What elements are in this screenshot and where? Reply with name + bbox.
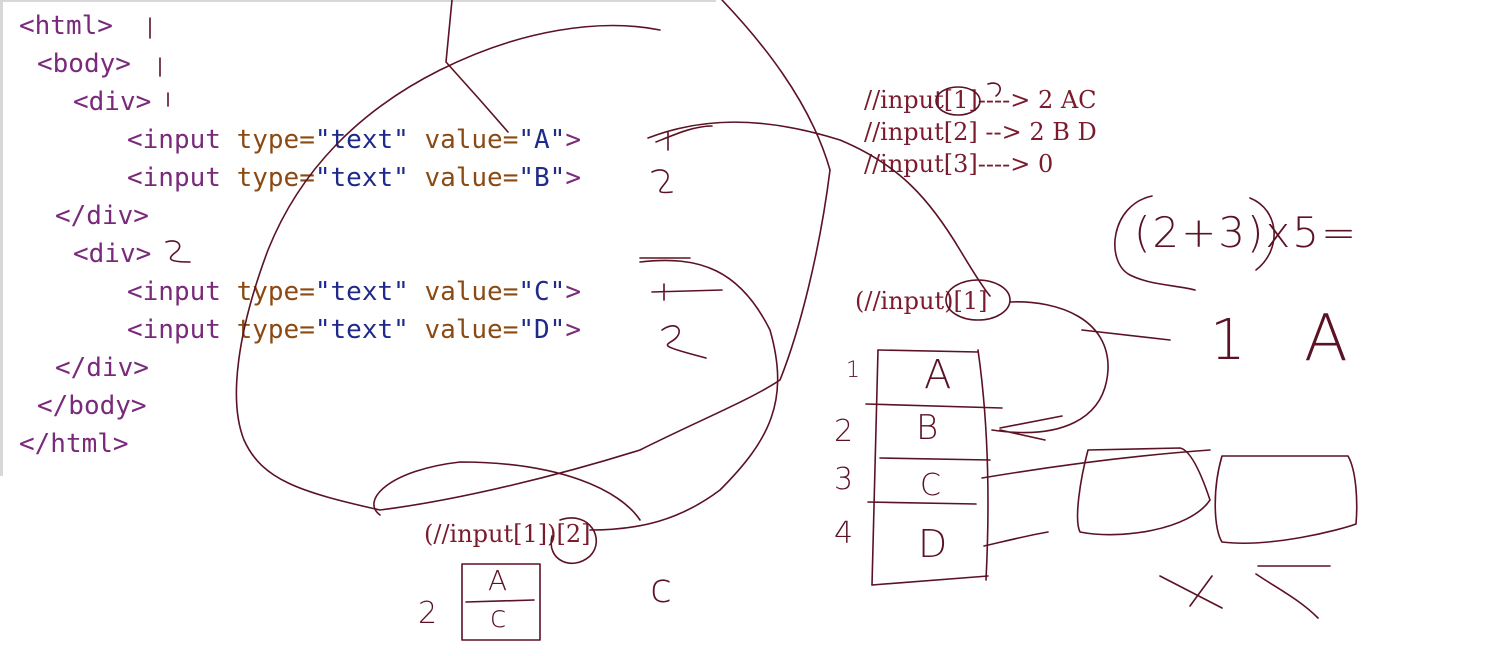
table-cell-d: D — [918, 522, 948, 566]
ink-math-paren-right — [1249, 197, 1275, 271]
table-cell-c: C — [920, 468, 941, 503]
ink-group-box-1 — [1076, 447, 1211, 536]
ink-circle-group-index — [945, 279, 1011, 321]
code-line-body-open: <body> — [37, 49, 131, 79]
ink-loop-large — [235, 0, 831, 511]
small-table-c: c — [490, 600, 507, 635]
ink-line-to-group-1 — [981, 449, 1211, 479]
row-number-2: 2 — [834, 414, 854, 449]
ink-table-bottom — [871, 575, 989, 586]
ink-small-circle — [550, 517, 598, 565]
ink-table-row-line — [865, 403, 1003, 409]
ink-mark-two-b — [651, 169, 673, 194]
ink-table-row-line — [867, 501, 977, 505]
ink-table-top — [877, 349, 979, 353]
code-line-div-open-2: <div> — [73, 239, 152, 269]
row-number-1: 1 — [846, 358, 860, 383]
row-number-3: 3 — [834, 462, 854, 497]
ink-table-row-line — [879, 457, 991, 461]
small-table-row-number: 2 — [418, 596, 438, 631]
code-line-html-close: </html> — [19, 429, 129, 459]
ink-line-diagonal — [445, 0, 509, 133]
ink-arrow-to-row-two — [991, 301, 1109, 441]
ink-group-box-2 — [1214, 455, 1358, 544]
right-side-one: 1 — [1210, 308, 1246, 373]
code-line-html-open: <html> — [19, 11, 113, 41]
ink-x5-scribble — [1159, 565, 1331, 619]
code-line-input-d: <input type="text" value="D"> — [127, 315, 581, 345]
math-expression: (2+3)x5= — [1134, 208, 1359, 257]
ink-curl — [987, 82, 1001, 97]
ink-small-table-divider — [465, 599, 535, 603]
loose-c: c — [650, 566, 672, 612]
code-line-input-c: <input type="text" value="C"> — [127, 277, 581, 307]
small-table-a: A — [488, 564, 508, 597]
ink-curve-note-to-table — [647, 121, 991, 297]
ink-mark-one-a — [655, 125, 713, 151]
ink-math-paren-left — [1114, 195, 1196, 291]
ink-table-right — [977, 349, 989, 581]
table-cell-b: B — [916, 408, 939, 448]
ink-table-left — [871, 349, 879, 586]
ink-loop-bottom — [373, 461, 641, 521]
code-editor-panel: <html> <body> <div> <input type="text" v… — [0, 0, 716, 476]
ink-line-to-group-2 — [983, 531, 1049, 547]
ink-line-to-header — [1081, 329, 1171, 341]
ink-circle-index-1 — [935, 86, 981, 116]
code-line-div-close-2: </div> — [55, 353, 149, 383]
ink-mark-two-d — [661, 325, 707, 359]
code-line-input-b: <input type="text" value="B"> — [127, 163, 581, 193]
code-line-body-close: </body> — [37, 391, 147, 421]
xpath-note-group-index: (//input)[1] — [855, 287, 988, 315]
ink-mark-two-div — [165, 240, 191, 263]
right-side-a: A — [1304, 302, 1348, 376]
row-number-4: 4 — [834, 516, 854, 551]
ink-small-table — [461, 563, 541, 641]
xpath-note-input-3: //input[3]----> 0 — [864, 150, 1054, 178]
code-line-div-close-1: </div> — [55, 201, 149, 231]
code-line-div-open-1: <div> — [73, 87, 152, 117]
table-cell-a: A — [924, 352, 952, 398]
xpath-note-input-2: //input[2] --> 2 B D — [864, 118, 1097, 146]
xpath-note-paren-index: (//input[1])[2] — [424, 520, 591, 548]
ink-mark-one-c — [651, 283, 723, 301]
xpath-note-input-1: //input[1]----> 2 AC — [864, 86, 1097, 114]
ink-loop-lower — [589, 259, 779, 531]
